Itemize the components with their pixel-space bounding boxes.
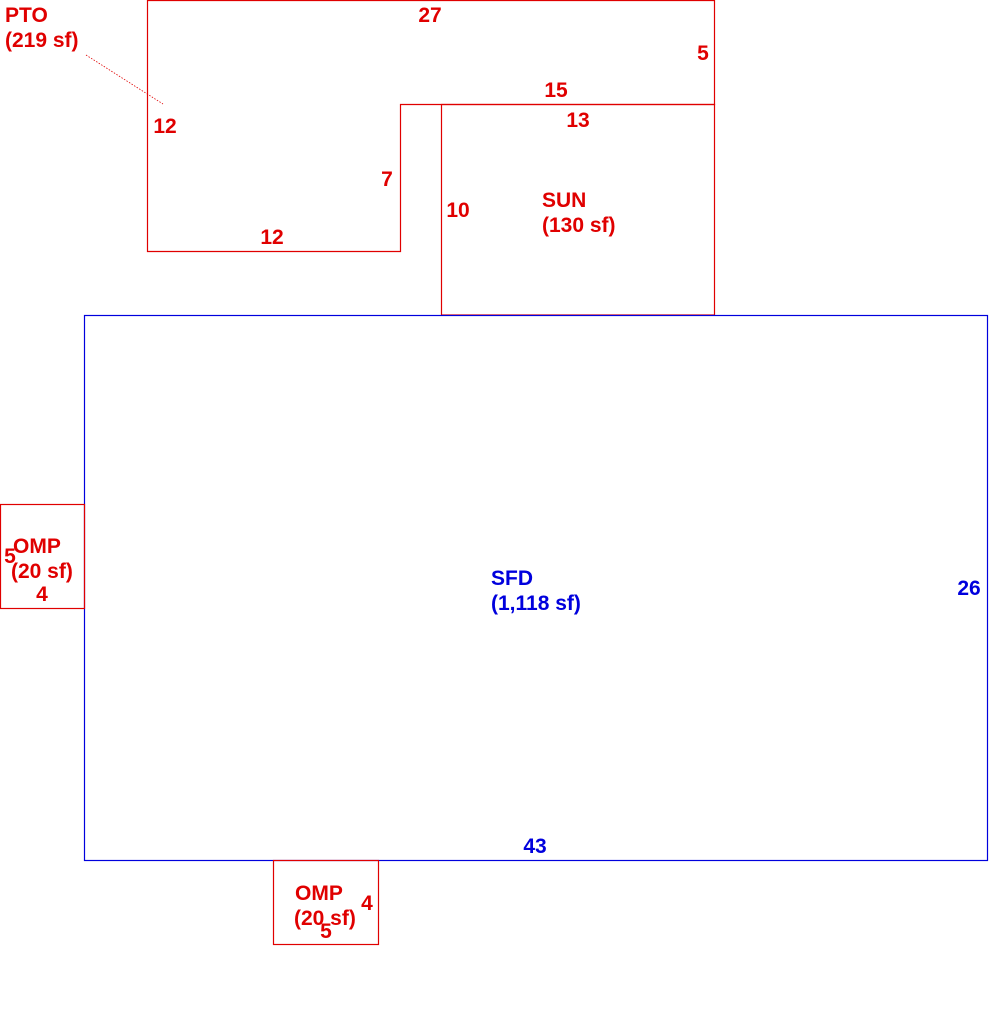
omp-left-outline [0,503,86,610]
pto-outline [146,0,716,253]
omp-bottom-outline [272,859,380,946]
omp-left-area-label: (20 sf) [11,560,73,583]
omp-bottom-dim-side: 4 [361,892,373,915]
pto-area-label: (219 sf) [5,29,79,52]
omp-left-dim-side: 5 [4,545,16,568]
sun-area-label: (130 sf) [542,214,616,237]
pto-dim-inner: 7 [381,168,393,191]
sun-code-label: SUN [542,189,586,212]
omp-bottom-code-label: OMP [295,882,343,905]
sfd-code-label: SFD [491,567,533,590]
pto-leader-line [85,54,164,105]
omp-bottom-dim-bottom: 5 [320,920,332,943]
sfd-outline [83,314,989,862]
sfd-dim-right: 26 [957,577,980,600]
pto-dim-top: 27 [418,4,441,27]
pto-dim-bottom: 12 [260,226,283,249]
sun-dim-top: 13 [566,109,589,132]
omp-left-code-label: OMP [13,535,61,558]
sfd-dim-bottom: 43 [523,835,546,858]
pto-dim-step: 15 [544,79,568,102]
sfd-area-label: (1,118 sf) [491,592,581,615]
pto-dim-right: 5 [697,42,709,65]
pto-code-label: PTO [5,4,48,27]
pto-dim-left: 12 [153,115,176,138]
sun-dim-left: 10 [446,199,469,222]
omp-bottom-area-label: (20 sf) [294,907,356,930]
omp-left-dim-bottom: 4 [36,583,48,606]
